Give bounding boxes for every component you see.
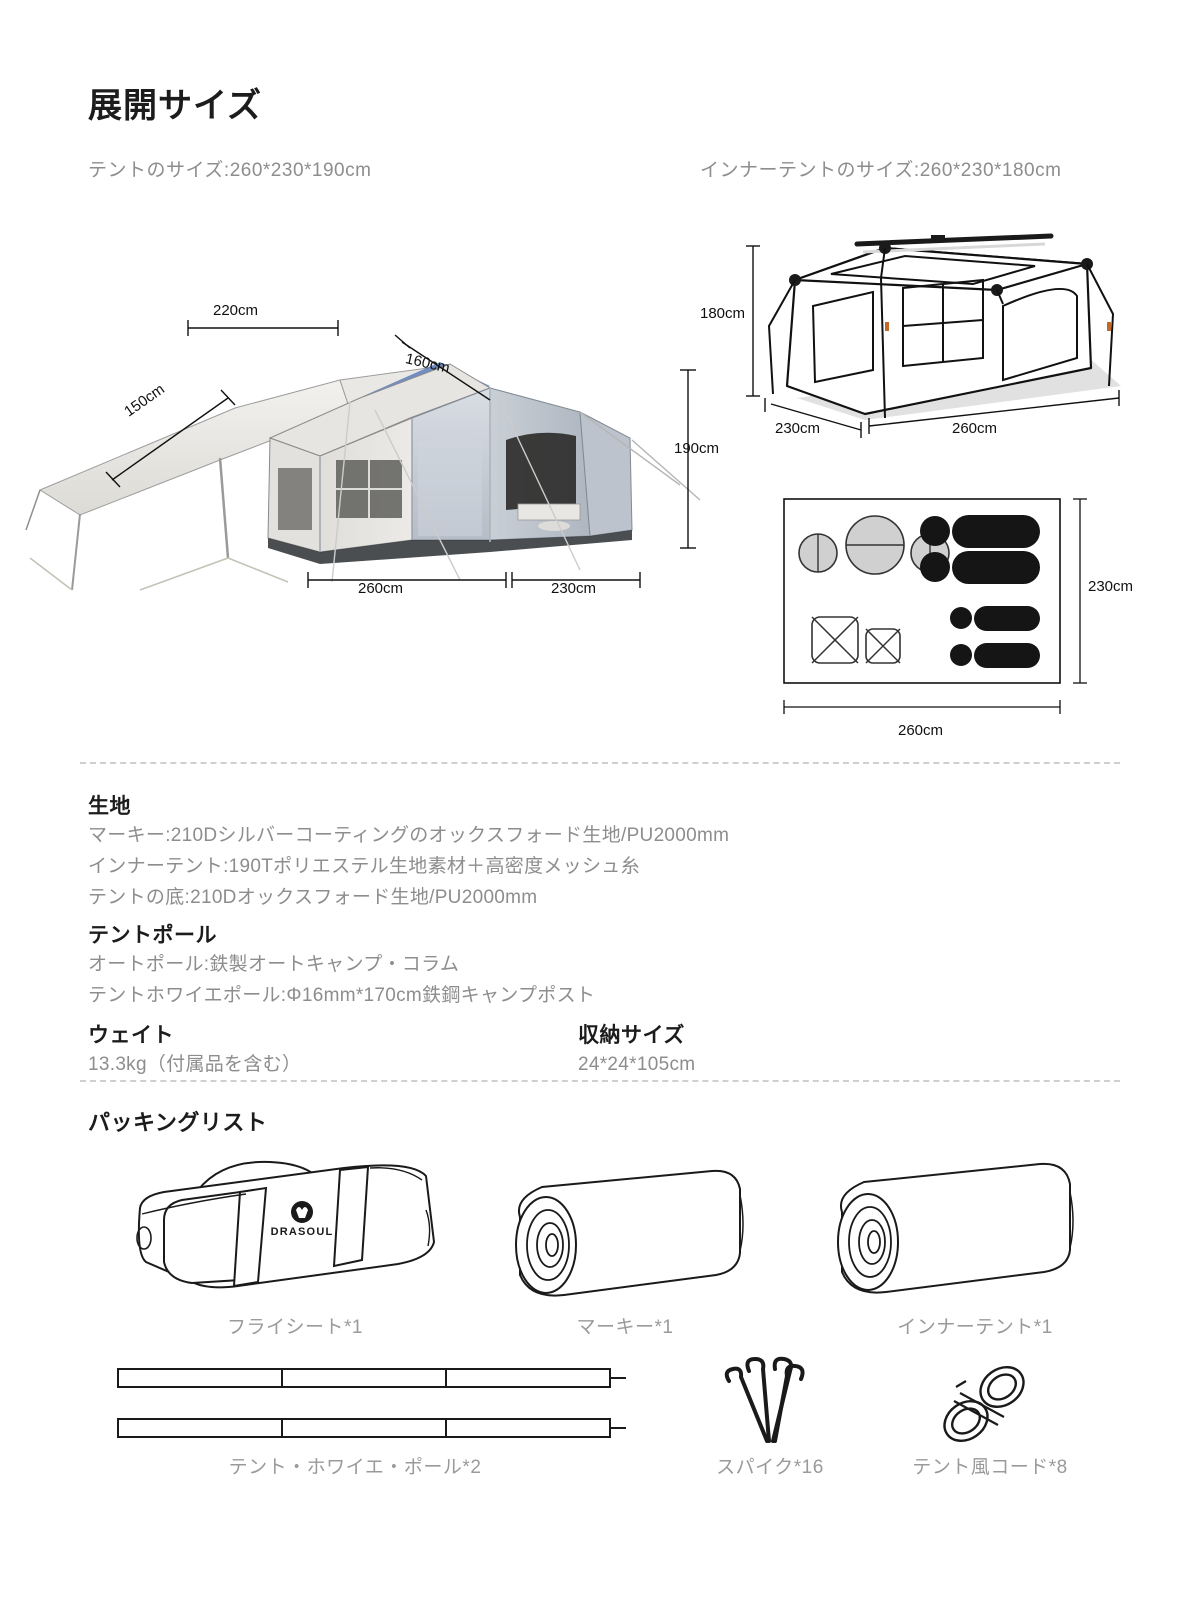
packing-label-5: テント風コード*8 xyxy=(912,1457,1068,1478)
fabric-heading: 生地 xyxy=(88,795,131,818)
dim-floorplan-width xyxy=(783,700,1061,714)
dim-label-side-width: 230cm xyxy=(551,580,597,597)
packing-item-marquee xyxy=(490,1155,770,1305)
pole-line-2: テントホワイエポール:Φ16mm*170cm鉄鋼キャンプポスト xyxy=(88,985,596,1006)
dim-label-awning-width: 220cm xyxy=(213,302,259,319)
rolled-fabric-icon xyxy=(837,1162,1074,1294)
dim-front-width xyxy=(307,572,507,588)
packing-label-1: マーキー*1 xyxy=(576,1317,674,1338)
duffel-bag-icon: DRASOUL xyxy=(136,1160,436,1289)
storage-col: 収納サイズ 24*24*105cm xyxy=(578,1019,695,1080)
dim-inner-height xyxy=(746,245,760,397)
storage-heading: 収納サイズ xyxy=(578,1024,685,1047)
dim-side-width xyxy=(511,572,641,588)
fabric-line-1: マーキー:210Dシルバーコーティングのオックスフォード生地/PU2000mm xyxy=(88,825,730,846)
tent-pole-icon xyxy=(117,1368,626,1438)
dim-floorplan-depth xyxy=(1073,498,1087,684)
dim-inner-depth xyxy=(764,398,862,438)
separator-top xyxy=(80,762,1120,764)
weight-storage-row: ウェイト 13.3kg（付属品を含む） 収納サイズ 24*24*105cm xyxy=(88,1019,1108,1080)
packing-item-poles xyxy=(112,1355,632,1465)
weight-col: ウェイト 13.3kg（付属品を含む） xyxy=(88,1019,578,1080)
main-tent-diagram xyxy=(20,290,740,620)
packing-label-2: インナーテント*1 xyxy=(897,1317,1053,1338)
packing-item-inner-tent xyxy=(812,1150,1092,1300)
packing-item-stakes xyxy=(715,1355,825,1455)
tent-size-label: テントのサイズ:260*230*190cm xyxy=(88,160,372,181)
dim-label-height: 190cm xyxy=(674,440,720,457)
rolled-fabric-icon xyxy=(515,1169,744,1297)
specs-block: 生地 マーキー:210Dシルバーコーティングのオックスフォード生地/PU2000… xyxy=(88,790,1108,1080)
dim-height xyxy=(680,369,696,549)
packing-item-rope xyxy=(930,1355,1040,1455)
dim-inner-width xyxy=(868,390,1120,434)
dim-awning-width xyxy=(187,320,339,336)
floorplan-diagram xyxy=(770,485,1130,735)
packing-list-heading: パッキングリスト xyxy=(88,1110,268,1135)
separator-bottom xyxy=(80,1080,1120,1082)
brand-text: DRASOUL xyxy=(271,1226,334,1238)
storage-value: 24*24*105cm xyxy=(578,1054,696,1075)
section-title: 展開サイズ xyxy=(88,87,262,125)
dim-label-front-width: 260cm xyxy=(358,580,404,597)
tent-stake-icon xyxy=(724,1356,805,1443)
pole-heading: テントポール xyxy=(88,924,217,947)
floorplan-stools xyxy=(811,616,901,664)
guy-rope-icon xyxy=(943,1366,1025,1442)
dim-canopy-top xyxy=(394,334,491,401)
fabric-line-2: インナーテント:190Tポリエステル生地素材＋高密度メッシュ糸 xyxy=(88,856,640,877)
inner-tent-size-label: インナーテントのサイズ:260*230*180cm xyxy=(700,160,1062,181)
dim-label-inner-width: 260cm xyxy=(952,420,998,437)
dim-label-floorplan-width: 260cm xyxy=(898,722,944,739)
weight-value: 13.3kg（付属品を含む） xyxy=(88,1054,302,1075)
dim-label-inner-height: 180cm xyxy=(700,305,746,322)
page-title: 展開サイズ xyxy=(88,78,262,127)
floorplan-sleeping-bags xyxy=(920,515,1040,668)
floorplan-seating xyxy=(798,515,950,575)
inner-tent-diagram xyxy=(735,218,1135,448)
packing-item-duffel-bag: DRASOUL xyxy=(130,1150,460,1300)
packing-label-3: テント・ホワイエ・ポール*2 xyxy=(228,1457,482,1478)
pole-line-1: オートポール:鉄製オートキャンプ・コラム xyxy=(88,954,460,975)
packing-label-4: スパイク*16 xyxy=(716,1457,824,1478)
dim-label-floorplan-depth: 230cm xyxy=(1088,578,1134,595)
packing-label-0: フライシート*1 xyxy=(227,1317,363,1338)
dim-label-inner-depth: 230cm xyxy=(775,420,821,437)
fabric-line-3: テントの底:210Dオックスフォード生地/PU2000mm xyxy=(88,887,538,908)
weight-heading: ウェイト xyxy=(88,1024,174,1047)
dim-awning-depth xyxy=(105,389,236,488)
